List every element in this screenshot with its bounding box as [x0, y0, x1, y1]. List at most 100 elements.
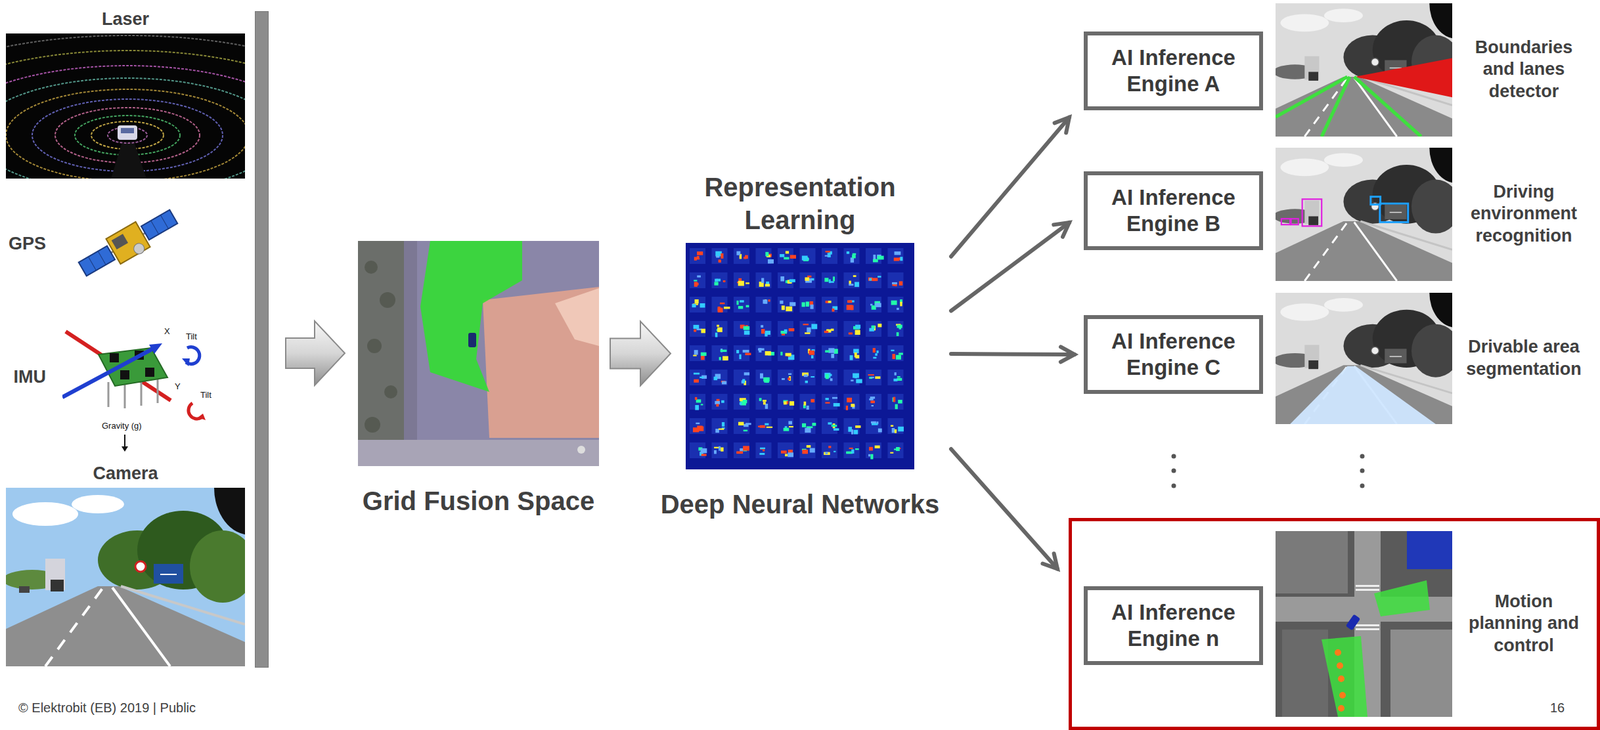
feature-cell [821, 248, 838, 265]
motion-result-image-part-part [1337, 705, 1345, 712]
feature-spot [868, 454, 871, 458]
lidar-illustration-part-part [5, 65, 245, 179]
engine-label: AI Inference Engine C [1087, 328, 1260, 381]
feature-spot [803, 374, 808, 378]
feature-spot [855, 330, 861, 335]
feature-spot [742, 378, 745, 383]
feature-spot [874, 353, 877, 356]
feature-spot [833, 403, 841, 407]
feature-spot [780, 276, 785, 282]
feature-cell [888, 345, 904, 362]
feature-spot [742, 350, 750, 353]
feature-cell [865, 321, 882, 337]
feature-spot [832, 308, 835, 312]
feature-spot [736, 251, 741, 256]
feature-spot [895, 355, 902, 360]
ellipsis-dots-part [1171, 454, 1365, 489]
feature-spot [891, 282, 898, 285]
feature-cell [689, 369, 706, 386]
lanes-result-image [1275, 3, 1453, 137]
feature-cell [844, 296, 860, 313]
feature-spot [855, 448, 860, 450]
feature-spot [738, 422, 744, 426]
feature-spot [806, 445, 812, 448]
feature-spot [760, 325, 764, 328]
grid-fusion-illustration-part-part [364, 417, 381, 433]
feature-spot [718, 446, 721, 452]
feature-cell [865, 296, 882, 313]
feature-cell [821, 321, 838, 337]
feature-spot [850, 403, 855, 408]
feature-spot [811, 323, 818, 330]
feature-spot [831, 424, 837, 427]
feature-spot [823, 452, 831, 456]
feature-spot [789, 401, 795, 406]
feature-spot [850, 257, 854, 263]
drivable-result-image-part [1289, 366, 1436, 425]
feature-cell [733, 442, 750, 459]
feature-spot [784, 426, 788, 429]
camera-illustration-part [160, 574, 177, 576]
feature-cell [800, 394, 816, 410]
environment-result-image-part [1275, 147, 1453, 282]
feature-spot [713, 377, 718, 381]
feature-cell [755, 272, 772, 289]
result-node: Boundaries and lanes detector [1275, 3, 1453, 137]
feature-spot [718, 259, 722, 263]
feature-spot [855, 378, 862, 383]
feature-cell [844, 442, 860, 459]
feature-spot [713, 450, 717, 455]
feature-spot [742, 445, 750, 451]
feature-cell [888, 369, 904, 386]
grid-fusion-illustration-part [420, 241, 523, 393]
motion-result-image-part [1355, 585, 1380, 631]
feature-spot [736, 350, 739, 354]
camera-illustration [5, 488, 245, 667]
camera-illustration-part [112, 587, 171, 667]
connector-line [951, 222, 1070, 312]
feature-spot [872, 348, 876, 353]
feature-spot [896, 378, 902, 381]
feature-spot [894, 251, 902, 255]
feature-spot [717, 327, 723, 333]
camera-illustration-part [12, 502, 79, 527]
environment-result-image-part [1370, 197, 1409, 223]
feature-spot [736, 451, 743, 454]
grid-fusion-illustration-part [577, 445, 586, 454]
feature-spot [826, 329, 829, 332]
feature-cell [888, 248, 904, 265]
feature-spot [853, 275, 857, 278]
feature-spot [700, 303, 706, 309]
feature-spot [809, 448, 816, 454]
feature-spot [824, 350, 830, 353]
lidar-illustration-part [5, 33, 245, 179]
feature-spot [811, 355, 814, 359]
feature-spot [766, 426, 773, 429]
environment-result-image-part-part [1281, 218, 1290, 225]
feature-spot [897, 325, 903, 329]
arrow-head [1053, 222, 1070, 238]
feature-spot [805, 301, 810, 307]
feature-spot [853, 430, 859, 435]
feature-spot [723, 280, 726, 283]
motion-result-image-part-part [1337, 675, 1345, 683]
feature-spot [696, 425, 703, 430]
feature-cell [821, 345, 838, 362]
camera-illustration-part [50, 579, 64, 592]
feature-spot [700, 352, 707, 356]
feature-spot [788, 426, 794, 428]
feature-spot [833, 428, 839, 431]
feature-spot [745, 422, 752, 425]
feature-spot [739, 448, 743, 452]
feature-spot [693, 325, 700, 330]
feature-spot [870, 400, 875, 404]
sensor-bar [254, 11, 269, 668]
feature-spot [745, 282, 750, 285]
feature-cell [821, 272, 838, 289]
lanes-result-image-part-part [1354, 76, 1422, 137]
feature-spot [699, 377, 705, 379]
environment-result-image-part-part [1291, 218, 1299, 225]
feature-cell [777, 369, 794, 386]
ellipsis-dots-part-part [1171, 468, 1177, 474]
satellite-illustration-part-part [151, 220, 159, 235]
